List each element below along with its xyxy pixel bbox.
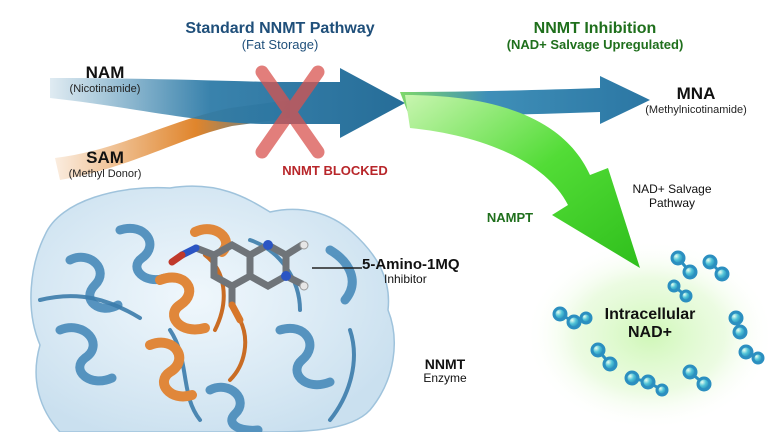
standard-pathway-header: Standard NNMT Pathway (Fat Storage) (150, 20, 410, 53)
nad-pool-line1: Intracellular (604, 306, 696, 323)
salvage-line1: NAD+ Salvage (632, 182, 712, 196)
salvage-line2: Pathway (648, 195, 696, 210)
enzyme-label: NNMT Enzyme (410, 356, 480, 386)
inhibitor-desc: Inhibitor (384, 272, 427, 287)
nad-pool-line2: NAD+ (627, 324, 672, 342)
nam-label: NAM (Nicotinamide) (45, 63, 165, 95)
salvage-pathway-label: NAD+ Salvage Pathway (612, 182, 732, 211)
inhibitor-label: 5-Amino-1MQ Inhibitor (362, 256, 482, 287)
nam-name: NAM (85, 63, 125, 82)
enzyme-desc: Enzyme (423, 371, 467, 386)
inhibitor-molecule-icon (168, 240, 309, 324)
nad-pool-label: Intracellular NAD+ (590, 306, 710, 343)
inhibition-title: NNMT Inhibition (533, 20, 657, 37)
salvage-arrow (405, 95, 640, 268)
blocked-x-icon (255, 65, 325, 159)
sam-desc: (Methyl Donor) (68, 167, 142, 180)
inhibitor-name: 5-Amino-1MQ (362, 256, 460, 273)
standard-pathway-title: Standard NNMT Pathway (185, 20, 375, 37)
sam-label: SAM (Methyl Donor) (45, 148, 165, 180)
mna-name: MNA (676, 84, 716, 103)
nampt-label: NAMPT (486, 210, 534, 225)
sam-name: SAM (86, 148, 124, 167)
nnmt-blocked-label: NNMT BLOCKED (282, 163, 388, 178)
nad-molecules-icon (552, 250, 765, 397)
nam-desc: (Nicotinamide) (69, 82, 141, 95)
standard-pathway-subtitle: (Fat Storage) (241, 37, 319, 53)
enzyme-name: NNMT (424, 356, 466, 372)
inhibition-subtitle: (NAD+ Salvage Upregulated) (506, 37, 684, 53)
inhibition-header: NNMT Inhibition (NAD+ Salvage Upregulate… (470, 20, 720, 53)
mna-label: MNA (Methylnicotinamide) (630, 84, 762, 116)
mna-desc: (Methylnicotinamide) (645, 103, 747, 116)
nnmt-enzyme-structure (30, 185, 395, 432)
